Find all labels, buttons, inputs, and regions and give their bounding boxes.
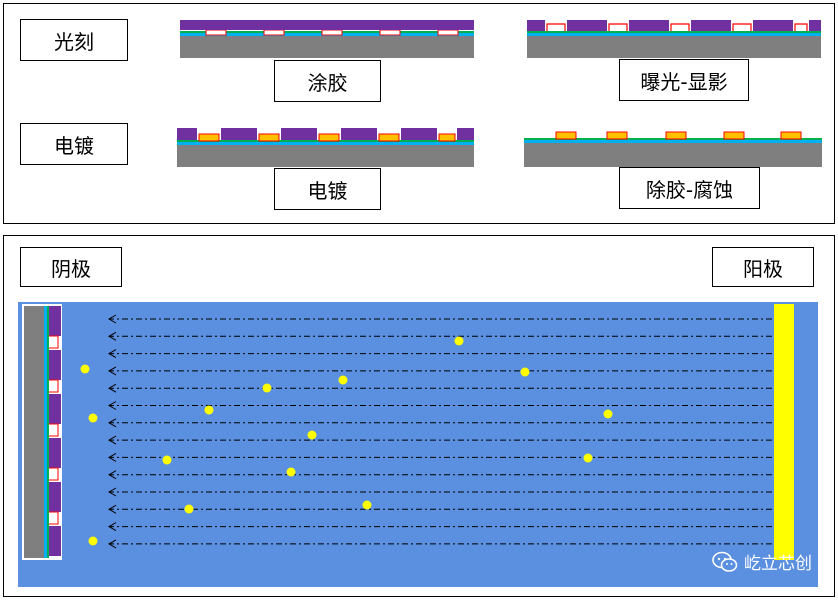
arrow-head [107, 366, 117, 376]
arrow-head [107, 383, 117, 393]
step-label-coat: 涂胶 [274, 60, 381, 102]
resist-opening [49, 423, 59, 437]
arrow-head [107, 522, 117, 532]
metal-ion [88, 536, 98, 546]
resist-opening [49, 467, 59, 481]
step-label-plate: 电镀 [274, 168, 381, 210]
resist-opening [49, 379, 59, 393]
current-arrows [107, 314, 772, 549]
arrow-head [107, 452, 117, 462]
step-label-expose-develop: 曝光-显影 [619, 59, 749, 101]
arrow-head [107, 418, 117, 428]
resist-block [49, 526, 61, 556]
electrolyte [18, 302, 818, 587]
metal-ion [262, 383, 272, 393]
metal-ion [88, 413, 98, 423]
arrow-head [107, 314, 117, 324]
watermark: 屹立芯创 [712, 549, 812, 574]
metal-ion [454, 336, 464, 346]
resist-block [49, 306, 61, 336]
metal-ion [204, 405, 214, 415]
anode-label: 阳极 [712, 247, 814, 287]
strip-etch-cross-section [524, 127, 822, 167]
metal-ion [184, 504, 194, 514]
electrolyte-bath [18, 302, 818, 587]
metal-ions [80, 336, 613, 546]
cathode-wafer [22, 304, 62, 560]
resist-block [49, 482, 61, 512]
resist-block [49, 350, 61, 380]
arrow-head [107, 487, 117, 497]
arrow-head [107, 401, 117, 410]
resist-opening [49, 511, 59, 525]
arrow-head [107, 504, 117, 514]
arrow-head [107, 435, 117, 445]
arrow-head [107, 470, 117, 480]
arrow-head [107, 349, 117, 359]
resist-block [49, 394, 61, 424]
metal-ion [583, 453, 593, 463]
metal-ion [520, 367, 530, 377]
metal-ion [362, 500, 372, 510]
bath-diagram [18, 302, 818, 587]
cathode-label: 阴极 [20, 247, 122, 287]
watermark-text: 屹立芯创 [744, 554, 812, 574]
expose-develop-cross-section [527, 18, 821, 58]
metal-ion [338, 375, 348, 385]
arrow-head [107, 331, 117, 341]
metal-ion [162, 455, 172, 465]
category-label-lithography: 光刻 [20, 19, 128, 61]
metal-ion [603, 409, 613, 419]
wechat-icon [712, 551, 738, 572]
plating-cross-section [177, 127, 474, 167]
anode-plate [774, 304, 794, 560]
metal-ion [307, 430, 317, 440]
arrow-head [107, 539, 117, 549]
metal-ion [80, 364, 90, 374]
metal-ion [286, 467, 296, 477]
coat-cross-section [180, 18, 474, 58]
resist-block [49, 438, 61, 468]
resist-opening [49, 335, 59, 349]
step-label-strip-etch: 除胶-腐蚀 [619, 167, 760, 209]
category-label-plating: 电镀 [20, 123, 128, 165]
